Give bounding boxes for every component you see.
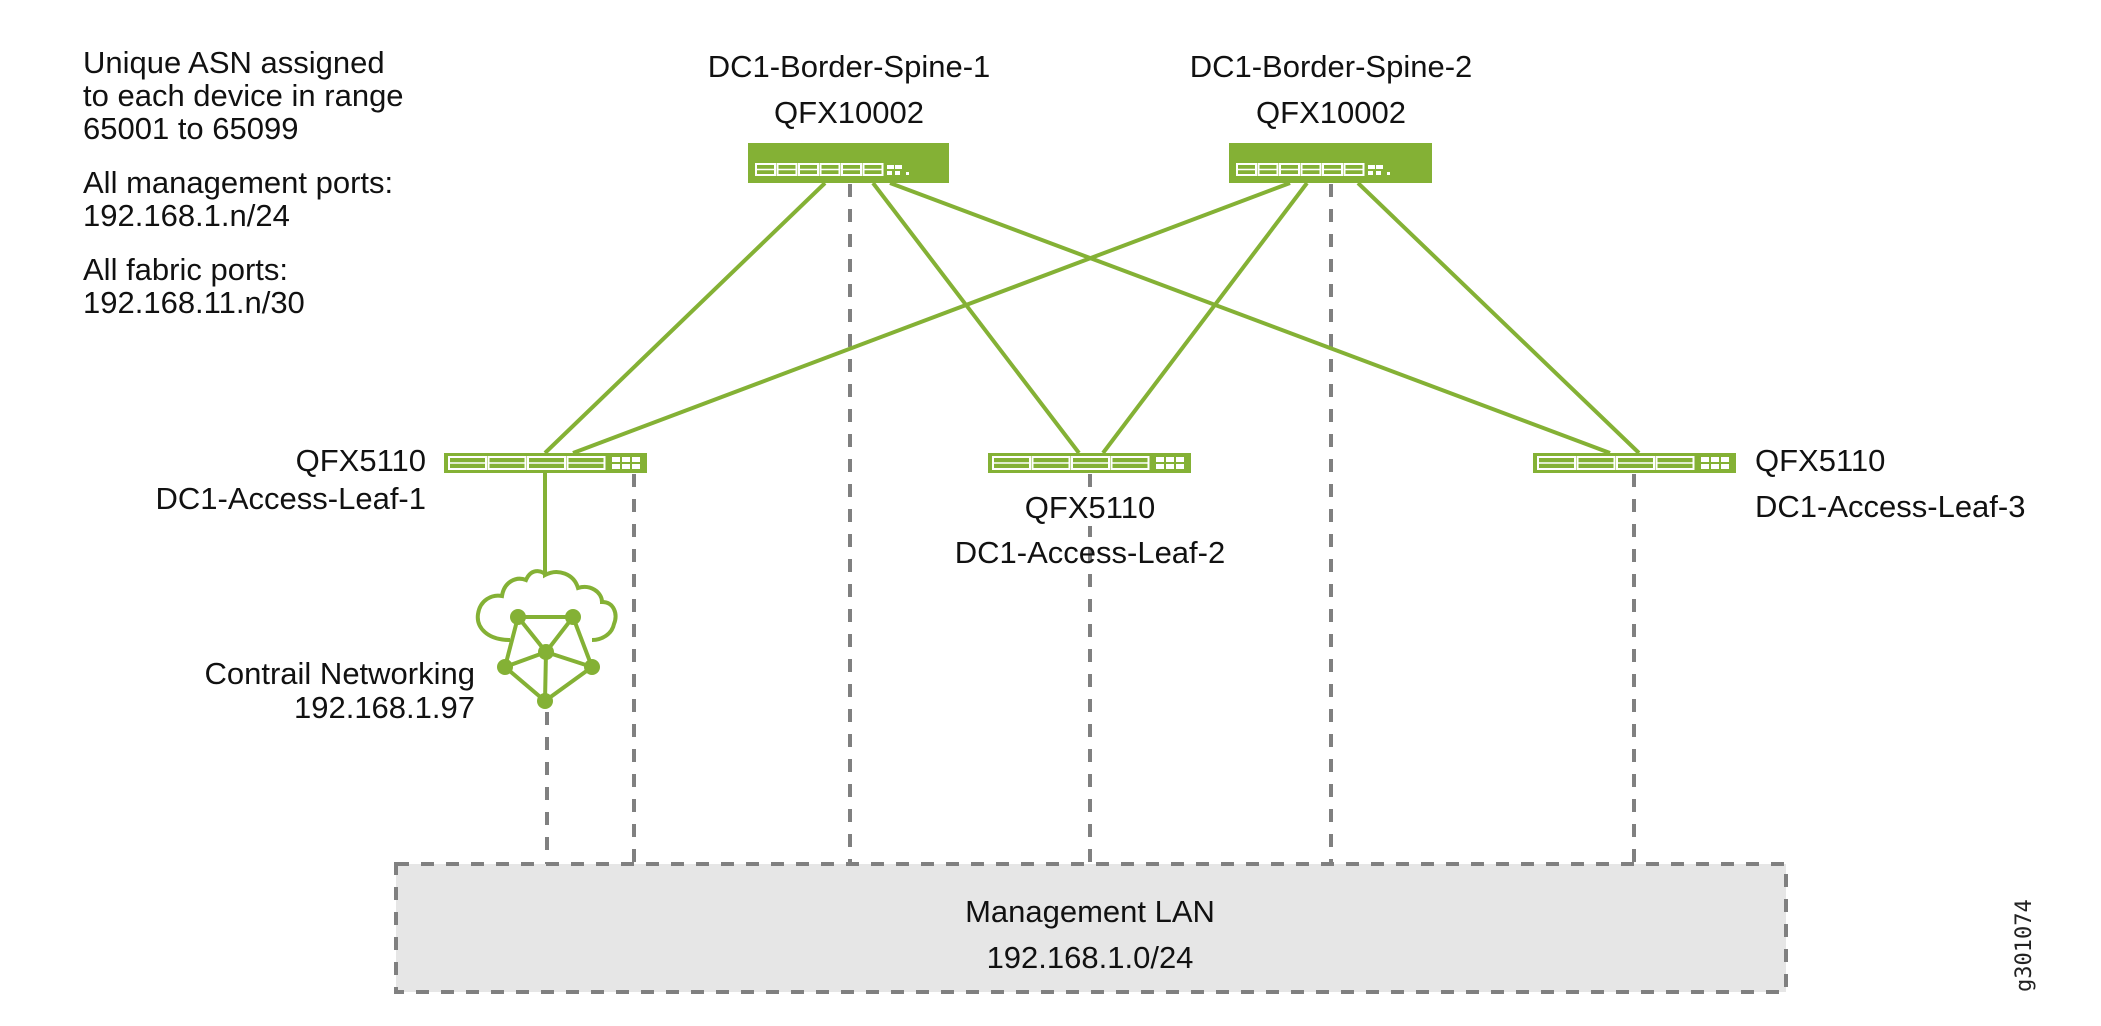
cloud-network-icon xyxy=(475,569,618,709)
spine-2-model: QFX10002 xyxy=(1256,95,1406,130)
spine-1-name: DC1-Border-Spine-1 xyxy=(708,49,991,84)
spine-2-name: DC1-Border-Spine-2 xyxy=(1190,49,1473,84)
note-asn-line-2: to each device in range xyxy=(83,78,404,113)
qfx10002-switch-icon xyxy=(1229,143,1432,183)
fabric-link-spine2-leaf2 xyxy=(1101,181,1309,455)
fabric-link-spine2-leaf3 xyxy=(1356,181,1641,455)
qfx5110-switch-icon xyxy=(444,453,647,473)
fabric-link-spine1-leaf2 xyxy=(871,181,1081,455)
leaf-3-model: QFX5110 xyxy=(1755,443,1885,478)
contrail-ip: 192.168.1.97 xyxy=(294,690,475,725)
leaf-3-name: DC1-Access-Leaf-3 xyxy=(1755,489,2025,524)
qfx10002-switch-icon xyxy=(748,143,949,183)
spine-1-model: QFX10002 xyxy=(774,95,924,130)
fabric-link-spine1-leaf1 xyxy=(543,181,827,455)
fabric-link-spine2-leaf1 xyxy=(572,181,1291,455)
spine-2[interactable]: DC1-Border-Spine-2 QFX10002 xyxy=(1190,49,1473,183)
note-asn-line-1: Unique ASN assigned xyxy=(83,45,385,80)
leaf-2-model: QFX5110 xyxy=(1025,490,1155,525)
leaf-2-model-bg xyxy=(1028,490,1152,526)
leaf-1[interactable]: QFX5110 DC1-Access-Leaf-1 xyxy=(156,443,647,516)
spine-1[interactable]: DC1-Border-Spine-1 QFX10002 xyxy=(708,49,991,183)
note-mgmt-line-2: 192.168.1.n/24 xyxy=(83,198,290,233)
management-lan-border xyxy=(394,862,1788,994)
management-lan-label: Management LAN xyxy=(965,894,1215,929)
leaf-1-name: DC1-Access-Leaf-1 xyxy=(156,481,426,516)
leaf-2[interactable]: QFX5110 DC1-Access-Leaf-2 xyxy=(955,453,1225,570)
leaf-3[interactable]: QFX5110 DC1-Access-Leaf-3 xyxy=(1533,443,2025,524)
leaf-2-name: DC1-Access-Leaf-2 xyxy=(955,535,1225,570)
management-lan-box xyxy=(396,864,1786,992)
note-asn-line-3: 65001 to 65099 xyxy=(83,111,299,146)
qfx5110-switch-icon xyxy=(1533,453,1736,473)
leaf-1-model: QFX5110 xyxy=(296,443,426,478)
note-fabric-line-1: All fabric ports: xyxy=(83,252,288,287)
note-mgmt-line-1: All management ports: xyxy=(83,165,393,200)
note-fabric-line-2: 192.168.11.n/30 xyxy=(83,285,305,320)
figure-id: g301074 xyxy=(2012,899,2037,992)
fabric-link-spine1-leaf3 xyxy=(889,181,1611,455)
management-lan-subnet: 192.168.1.0/24 xyxy=(987,940,1194,975)
contrail-name: Contrail Networking xyxy=(205,656,476,691)
qfx5110-switch-icon xyxy=(988,453,1191,473)
contrail-networking[interactable]: Contrail Networking 192.168.1.97 xyxy=(205,569,618,725)
notes: Unique ASN assigned to each device in ra… xyxy=(83,45,404,320)
